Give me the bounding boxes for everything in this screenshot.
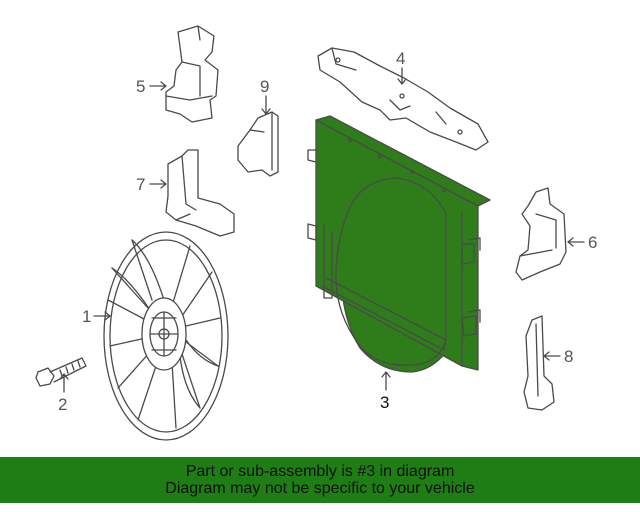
callout-labels: 5 9 4 7 1 2 3 6 8 xyxy=(58,49,597,414)
callout-6: 6 xyxy=(588,233,597,252)
callout-8: 8 xyxy=(564,347,573,366)
leader-lines xyxy=(59,67,585,393)
banner-line-1: Part or sub-assembly is #3 in diagram xyxy=(185,463,455,480)
info-banner: Part or sub-assembly is #3 in diagram Di… xyxy=(0,457,640,503)
part-5-bracket[interactable] xyxy=(165,25,219,123)
callout-4: 4 xyxy=(396,49,405,68)
callout-7: 7 xyxy=(136,175,145,194)
part-6-bracket[interactable] xyxy=(515,187,567,281)
part-8-bracket[interactable] xyxy=(523,315,555,411)
banner-line-2: Diagram may not be specific to your vehi… xyxy=(165,480,475,497)
callout-1: 1 xyxy=(82,307,91,326)
part-7-bracket[interactable] xyxy=(165,149,235,237)
part-9-bracket[interactable] xyxy=(237,111,279,177)
part-1-fan[interactable] xyxy=(103,231,229,441)
callout-5: 5 xyxy=(136,77,145,96)
part-4-bracket[interactable] xyxy=(317,47,489,151)
callout-3: 3 xyxy=(380,393,389,412)
part-3-fan-shroud[interactable] xyxy=(307,115,491,373)
callout-2: 2 xyxy=(58,395,67,414)
part-2-bolt[interactable] xyxy=(35,357,87,387)
callout-9: 9 xyxy=(260,77,269,96)
